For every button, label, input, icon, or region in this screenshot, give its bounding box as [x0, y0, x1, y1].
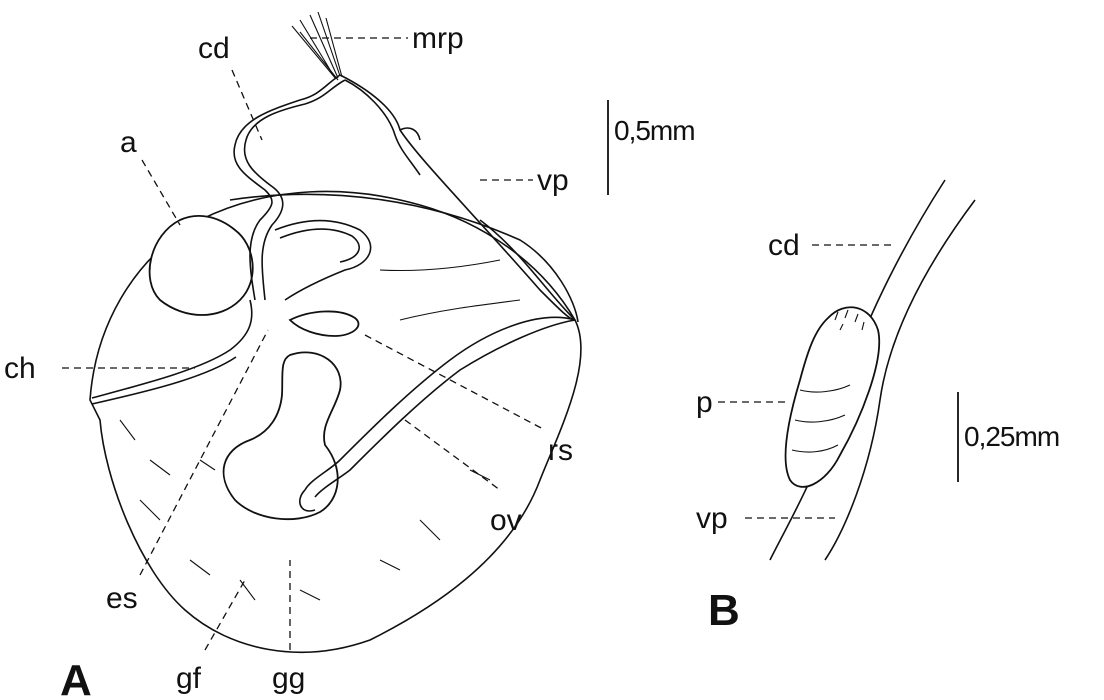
label-vp-b: vp: [696, 502, 728, 535]
label-mrp: mrp: [412, 22, 464, 55]
label-vp-a: vp: [537, 164, 569, 197]
panel-a-label: A: [60, 656, 92, 700]
label-gg: gg: [272, 662, 305, 695]
scale-bar-a-label: 0,5mm: [614, 115, 695, 146]
scale-bar-b-label: 0,25mm: [964, 421, 1059, 452]
label-a: a: [120, 126, 137, 159]
label-p: p: [696, 386, 713, 419]
label-ov: ov: [490, 504, 522, 537]
panel-b-drawing: [770, 180, 975, 560]
label-cd-a: cd: [198, 32, 230, 65]
panel-b-label: B: [708, 586, 740, 635]
label-es: es: [106, 582, 138, 615]
panel-a-drawing: [90, 12, 581, 652]
label-ch: ch: [4, 352, 36, 385]
label-rs: rs: [548, 434, 573, 467]
label-cd-b: cd: [768, 229, 800, 262]
label-gf: gf: [176, 662, 202, 695]
